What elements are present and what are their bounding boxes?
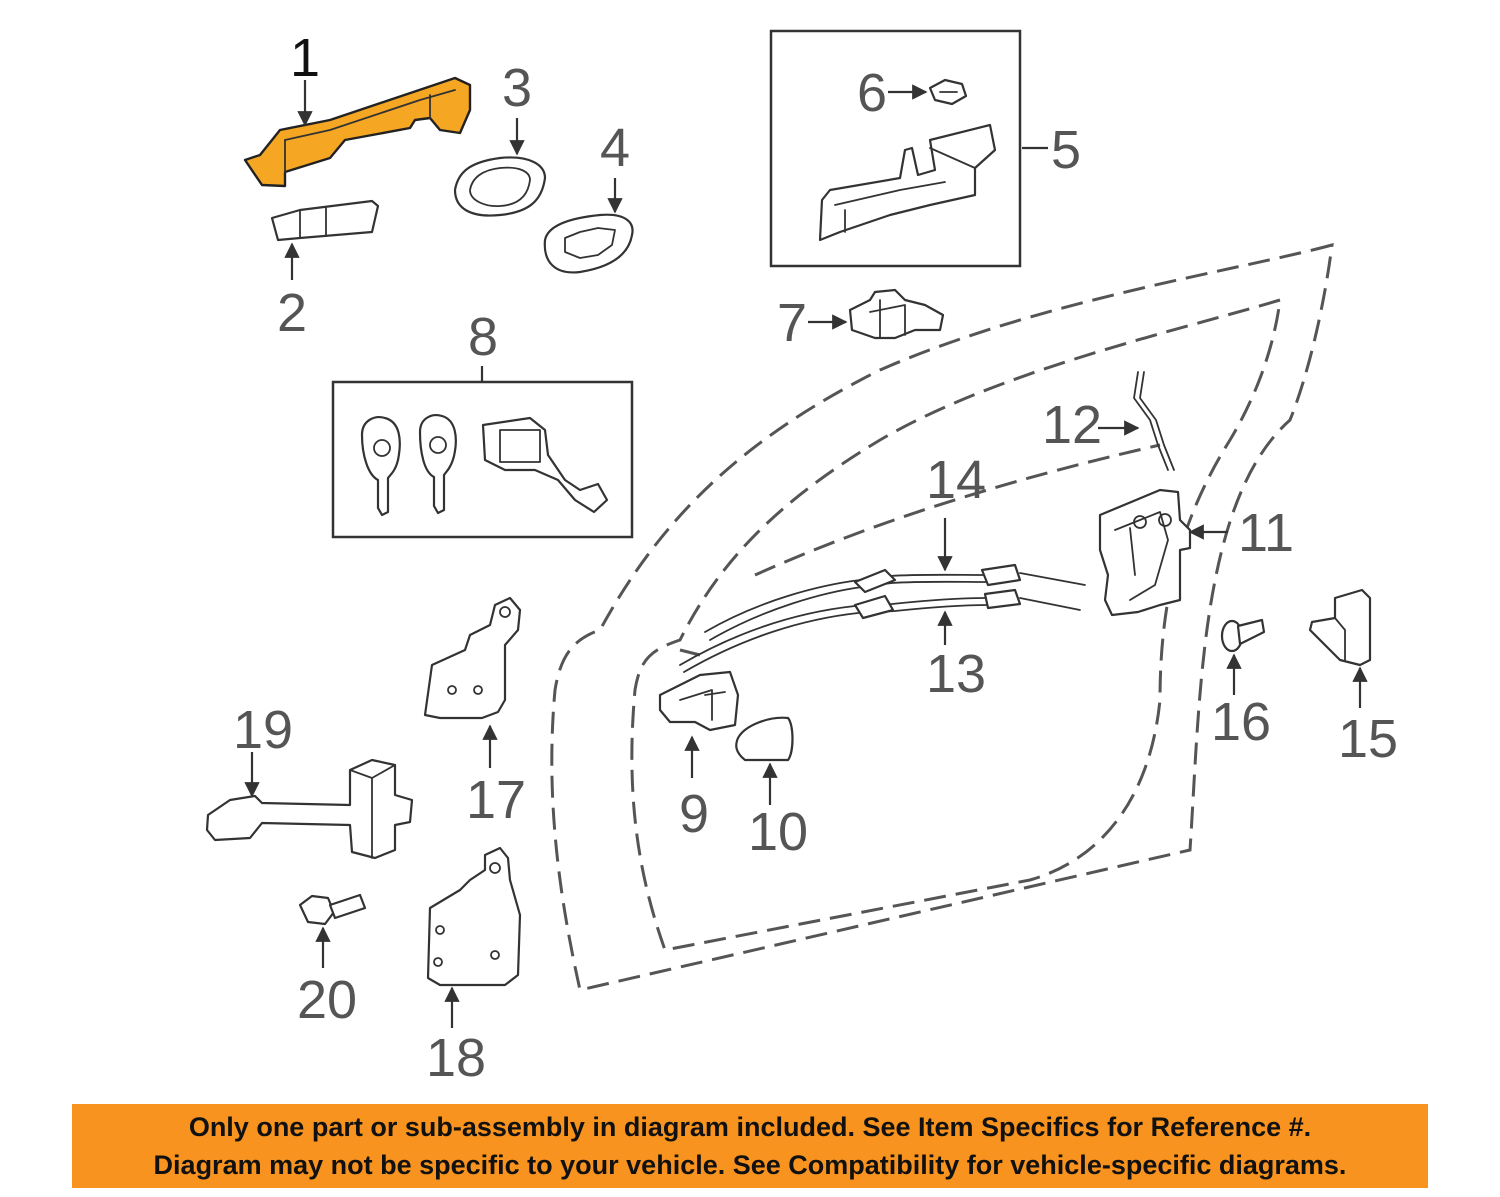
callout-2: 2 — [277, 283, 307, 343]
part-11-lock-actuator — [1098, 488, 1192, 617]
disclaimer-line-2: Diagram may not be specific to your vehi… — [153, 1150, 1347, 1180]
callout-3: 3 — [502, 58, 532, 118]
part-14-upper-cable — [704, 563, 1086, 641]
callout-17: 17 — [466, 770, 526, 830]
callout-15: 15 — [1338, 709, 1398, 769]
part-1-outer-handle — [243, 76, 472, 188]
callout-9: 9 — [679, 784, 709, 844]
leader-lines — [244, 80, 1368, 1028]
door-outline — [550, 242, 1334, 992]
part-13-lower-cable — [679, 588, 1081, 673]
callout-20: 20 — [297, 970, 357, 1030]
callout-12: 12 — [1042, 395, 1102, 455]
callout-1: 1 — [290, 28, 320, 88]
part-19-door-check — [205, 758, 414, 860]
callout-labels: 1 2 3 4 5 6 7 8 9 10 11 12 13 14 15 16 1… — [233, 28, 1398, 1088]
callout-19: 19 — [233, 700, 293, 760]
callout-4: 4 — [600, 118, 630, 178]
disclaimer-banner: Only one part or sub-assembly in diagram… — [72, 1104, 1428, 1188]
callout-5: 5 — [1051, 120, 1081, 180]
part-6-nut — [928, 78, 968, 106]
callout-11: 11 — [1238, 503, 1294, 563]
part-2-handle-cover — [270, 199, 380, 242]
callout-18: 18 — [426, 1028, 486, 1088]
part-8-lock-cylinder — [481, 416, 609, 514]
callout-16: 16 — [1211, 692, 1271, 752]
part-9-inside-handle — [658, 670, 740, 732]
part-5-handle-frame — [818, 123, 997, 242]
part-3-handle-bezel — [453, 156, 547, 217]
part-17-upper-hinge — [423, 596, 522, 720]
part-8-key-left — [360, 416, 401, 517]
part-18-lower-hinge — [426, 846, 522, 987]
part-5-group-box — [769, 29, 1022, 268]
callout-8: 8 — [468, 307, 498, 367]
callout-6: 6 — [857, 63, 887, 123]
part-8-key-right — [418, 414, 457, 515]
callout-14: 14 — [926, 450, 986, 510]
part-20-bolt — [298, 893, 367, 926]
part-4-handle-pad — [543, 213, 634, 274]
callout-13: 13 — [926, 644, 986, 704]
callout-10: 10 — [748, 802, 808, 862]
part-7-clip — [848, 288, 945, 340]
part-12-lock-rod — [1133, 371, 1175, 471]
disclaimer-line-1: Only one part or sub-assembly in diagram… — [188, 1112, 1312, 1142]
part-16-pin — [1220, 618, 1266, 653]
part-10-inside-handle-cover — [735, 716, 794, 762]
part-15-striker — [1308, 588, 1372, 667]
callout-7: 7 — [777, 293, 807, 353]
